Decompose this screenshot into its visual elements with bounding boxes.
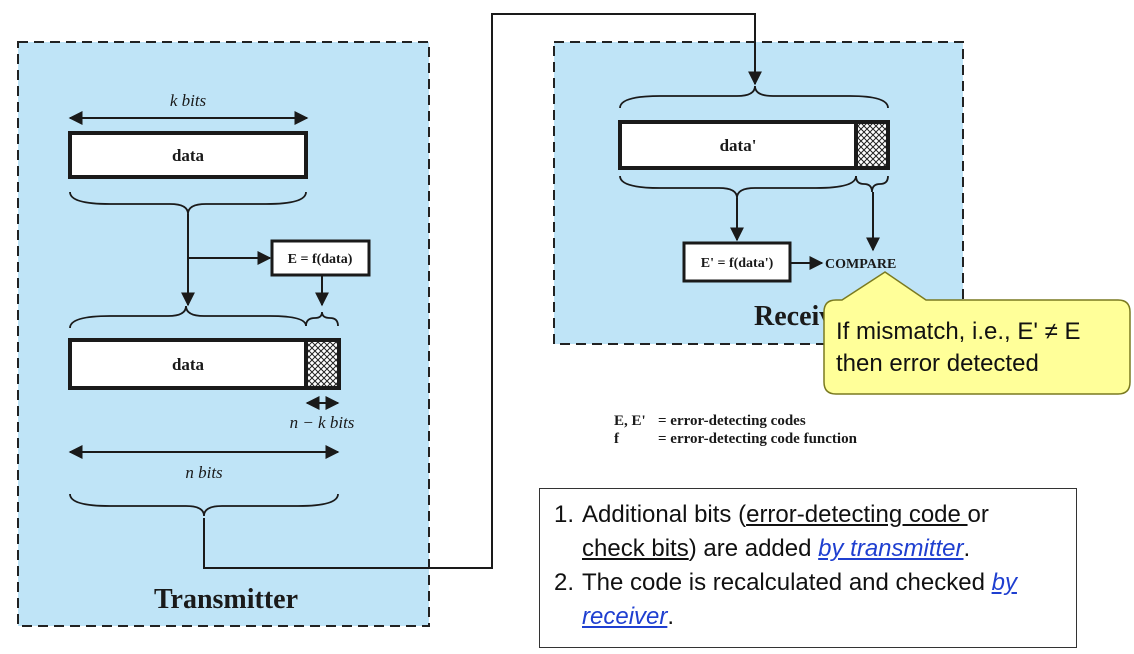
note-item-1: 1. Additional bits (error-detecting code… — [554, 498, 1064, 566]
transmission-line — [203, 13, 762, 569]
note-1-number: 1. — [554, 501, 575, 528]
note-1-underline-1: error-detecting code — [746, 501, 968, 528]
n-bits-label: n bits — [185, 463, 223, 482]
transmitter-data-label: data — [172, 146, 205, 165]
legend-symbol-1: E, E' — [614, 413, 646, 429]
callout-line-1: If mismatch, i.e., E' ≠ E — [836, 318, 1081, 345]
note-2-text: The code is recalculated and checked by … — [582, 566, 1017, 634]
note-2-number: 2. — [554, 569, 575, 596]
transmitter-title: Transmitter — [154, 584, 298, 615]
by-receiver-link-1[interactable]: by — [991, 569, 1017, 596]
callout-line-2: then error detected — [836, 350, 1039, 377]
note-1-part-c: ) are added — [688, 535, 819, 562]
transmitter-codeword-label: data — [172, 355, 205, 374]
note-2-part-a: The code is recalculated and checked — [582, 569, 992, 596]
legend-text-1: = error-detecting codes — [658, 413, 806, 429]
note-1-part-a: Additional bits ( — [582, 501, 747, 528]
note-1-part-d: . — [963, 535, 971, 562]
receiver-function-block — [682, 241, 792, 283]
note-1-part-b: or — [967, 501, 989, 528]
transmitter-brace-2 — [69, 305, 307, 329]
legend-text-2: = error-detecting code function — [658, 431, 858, 447]
by-receiver-link-2[interactable]: receiver — [582, 603, 668, 630]
note-item-2: 2. The code is recalculated and checked … — [554, 566, 1064, 634]
note-2-part-b: . — [667, 603, 675, 630]
callout-text: If mismatch, i.e., E' ≠ E then error det… — [836, 316, 1126, 380]
note-1-text: Additional bits (error-detecting code or… — [582, 498, 989, 566]
receiver-data-label: data' — [720, 136, 757, 155]
k-bits-label: k bits — [170, 91, 207, 110]
transmitter-panel — [17, 41, 430, 627]
transmitter-check-bits — [304, 338, 341, 390]
transmitter-small-brace — [305, 311, 339, 327]
compare-label: COMPARE — [825, 257, 896, 272]
legend-symbol-2: f — [614, 431, 620, 447]
receiver-check-bits — [854, 120, 890, 170]
transmitter-codeword-data — [68, 338, 308, 390]
note-1-underline-2: check bits — [582, 535, 689, 562]
receiver-brace-1 — [619, 85, 889, 109]
notes-box: 1. Additional bits (error-detecting code… — [539, 488, 1077, 648]
transmitter-brace-3 — [69, 493, 339, 517]
transmitter-function-label: E = f(data) — [288, 252, 353, 267]
by-transmitter-link[interactable]: by transmitter — [818, 535, 964, 562]
receiver-function-label: E' = f(data') — [701, 256, 774, 271]
transmitter-function-block — [270, 239, 371, 277]
transmitter-data-block — [68, 131, 308, 179]
callout-bubble — [823, 271, 1131, 395]
n-minus-k-label: n − k bits — [290, 413, 355, 432]
